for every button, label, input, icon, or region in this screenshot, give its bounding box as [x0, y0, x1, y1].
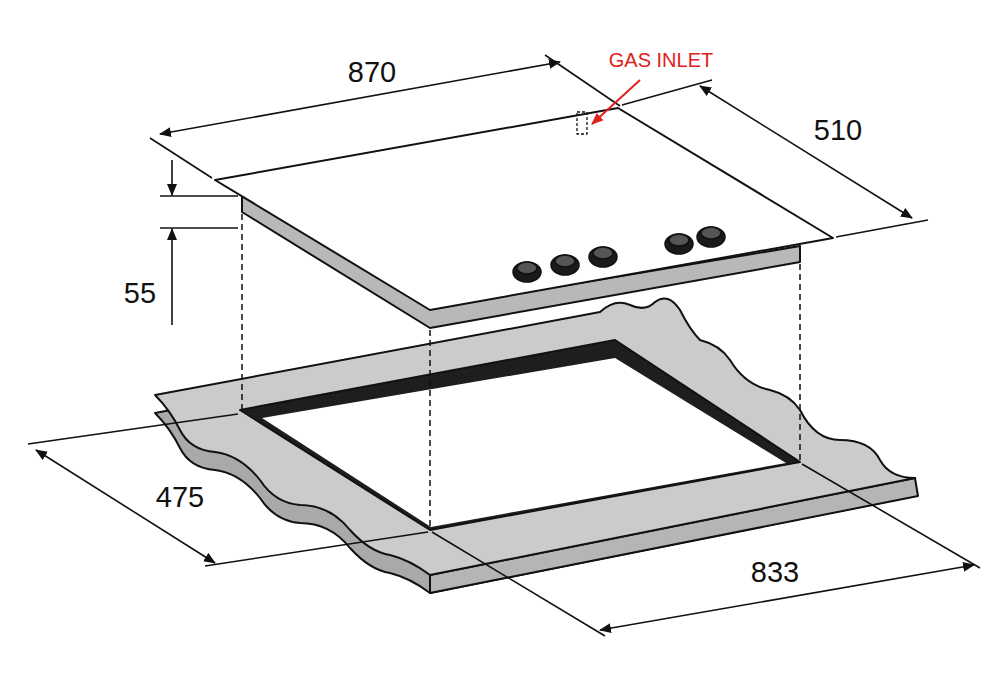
extension-line: [28, 414, 238, 444]
callout-label: GAS INLET: [606, 49, 716, 71]
knob: [589, 247, 617, 267]
cutout-wall: [240, 340, 800, 530]
drawing-part: [517, 262, 537, 274]
projection-line: [241, 214, 243, 410]
knob: [665, 234, 693, 254]
knob: [551, 255, 579, 275]
hob: [215, 108, 833, 328]
drawing-part: [555, 255, 575, 267]
gas-inlet-leader: [592, 80, 640, 124]
cutout-floor: [262, 358, 786, 527]
drawing-part: [665, 234, 693, 254]
drawing-part: [697, 227, 725, 247]
drawing-part: [593, 247, 613, 259]
extension-line: [150, 138, 212, 178]
dimension-label: 833: [748, 557, 802, 588]
extension-line: [160, 227, 238, 229]
dimension-label: 870: [345, 57, 399, 88]
extension-line: [836, 220, 928, 237]
knob: [513, 262, 541, 282]
dimension-label: 475: [153, 482, 207, 513]
dimension-arrow: [700, 86, 912, 218]
gas-inlet-pipe: [577, 112, 587, 134]
dimension-lines: [28, 55, 980, 636]
extension-line: [205, 532, 428, 566]
extension-line: [432, 532, 605, 636]
drawing-part: [701, 227, 721, 239]
drawing-part: [551, 255, 579, 275]
knob: [697, 227, 725, 247]
hob-top: [215, 108, 833, 310]
dimension-label: 510: [811, 115, 865, 146]
projection-line: [429, 330, 431, 528]
drawing-part: [589, 247, 617, 267]
dimension-arrow: [171, 229, 173, 325]
projection-line: [799, 264, 801, 462]
countertop-top: [155, 298, 915, 575]
extension-line: [160, 195, 238, 197]
drawing-part: [669, 234, 689, 246]
countertop: [155, 298, 918, 593]
drawing-part: [513, 262, 541, 282]
extension-line: [802, 464, 980, 568]
control-knobs: [513, 227, 725, 282]
dimension-arrow: [171, 160, 173, 195]
dimension-label: 55: [121, 278, 159, 309]
dimension-arrow: [36, 450, 215, 563]
